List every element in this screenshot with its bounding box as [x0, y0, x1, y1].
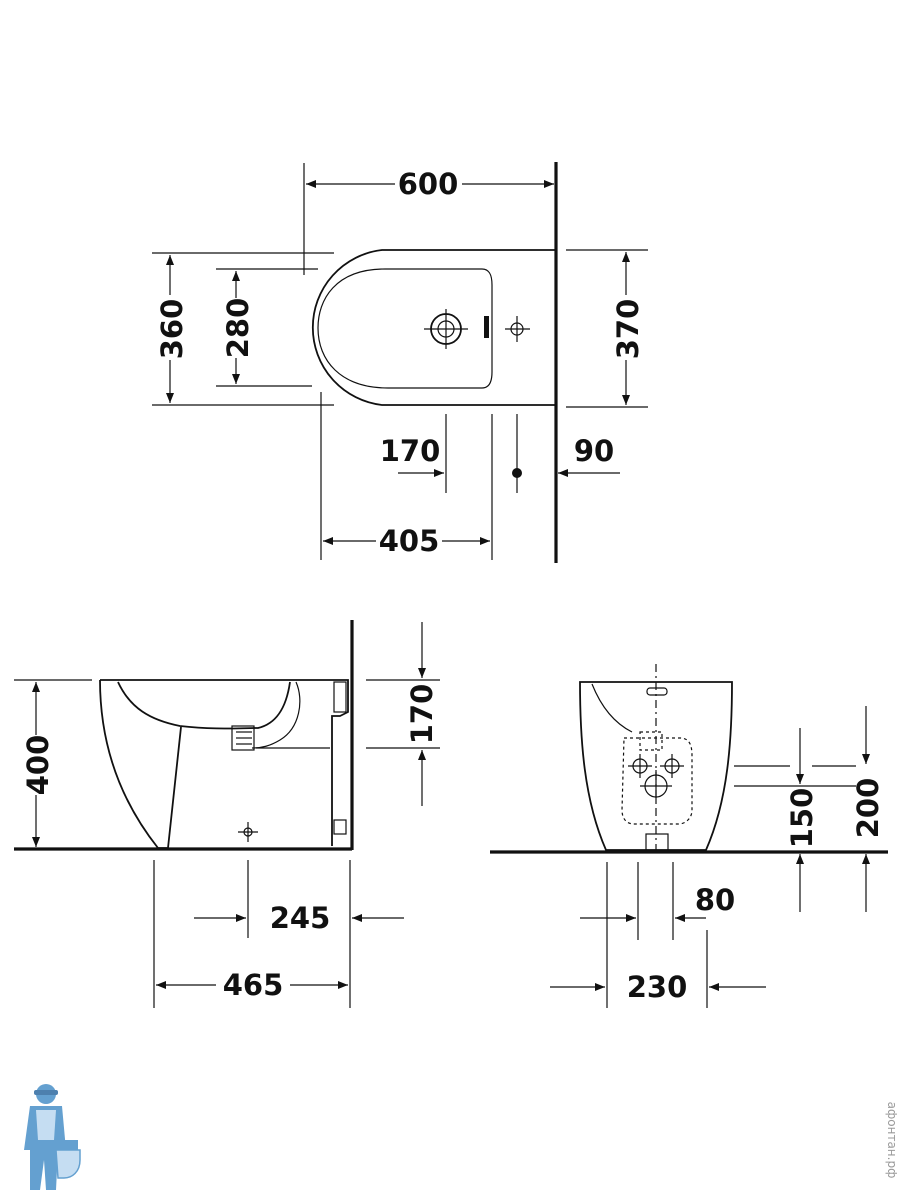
- front-hole-right: [660, 754, 684, 778]
- front-inner-curve: [591, 683, 633, 733]
- side-body-outline: [99, 679, 349, 849]
- top-overflow-slot: [484, 316, 489, 338]
- side-fixing-mark: [238, 822, 258, 842]
- front-overflow: [646, 687, 668, 696]
- front-hole-drain: [640, 770, 672, 802]
- dim-top-depth-right: 370: [611, 299, 645, 360]
- dim-top-depth-inner: 280: [221, 298, 255, 359]
- dim-top-width: 600: [398, 167, 459, 201]
- top-bowl-outline: [312, 249, 556, 406]
- top-fixing-mark: [505, 316, 530, 342]
- side-lower-bracket: [333, 819, 347, 835]
- front-view: 150 200 80 230: [490, 664, 888, 1008]
- dim-top-hole-offset: 170: [380, 434, 441, 468]
- dim-side-total-depth: 465: [223, 968, 284, 1002]
- top-fixing-point: [512, 468, 522, 478]
- front-base-notch: [645, 833, 669, 851]
- plumber-logo: [24, 1084, 81, 1190]
- dim-side-height: 400: [21, 735, 55, 796]
- side-view: 400 170 245 465: [14, 620, 440, 1008]
- dim-top-front-offset: 405: [379, 524, 440, 558]
- side-bowl-inner: [117, 681, 291, 730]
- top-tap-hole: [424, 309, 468, 349]
- front-hole-left: [628, 754, 652, 778]
- front-body-outline: [579, 681, 733, 851]
- front-hidden-box: [621, 737, 693, 825]
- dim-side-fixing-offset: 245: [270, 901, 331, 935]
- dim-front-hole-spacing: 80: [695, 883, 735, 917]
- dim-top-depth-outer: 360: [155, 299, 189, 360]
- dim-front-base-width: 230: [627, 970, 688, 1004]
- dim-front-inlet-height: 150: [785, 788, 819, 849]
- site-watermark: афонтан.рф: [885, 1102, 899, 1179]
- top-bowl-inner: [317, 268, 493, 389]
- side-mount-bracket: [333, 681, 347, 713]
- dim-front-outlet-height: 200: [851, 778, 885, 839]
- dim-top-wall-offset: 90: [574, 434, 614, 468]
- top-view: 600 360 280 370 170 90 405: [152, 162, 648, 563]
- side-outlet: [231, 725, 255, 751]
- dim-side-upper-offset: 170: [405, 684, 439, 745]
- side-rim-inner: [251, 681, 301, 749]
